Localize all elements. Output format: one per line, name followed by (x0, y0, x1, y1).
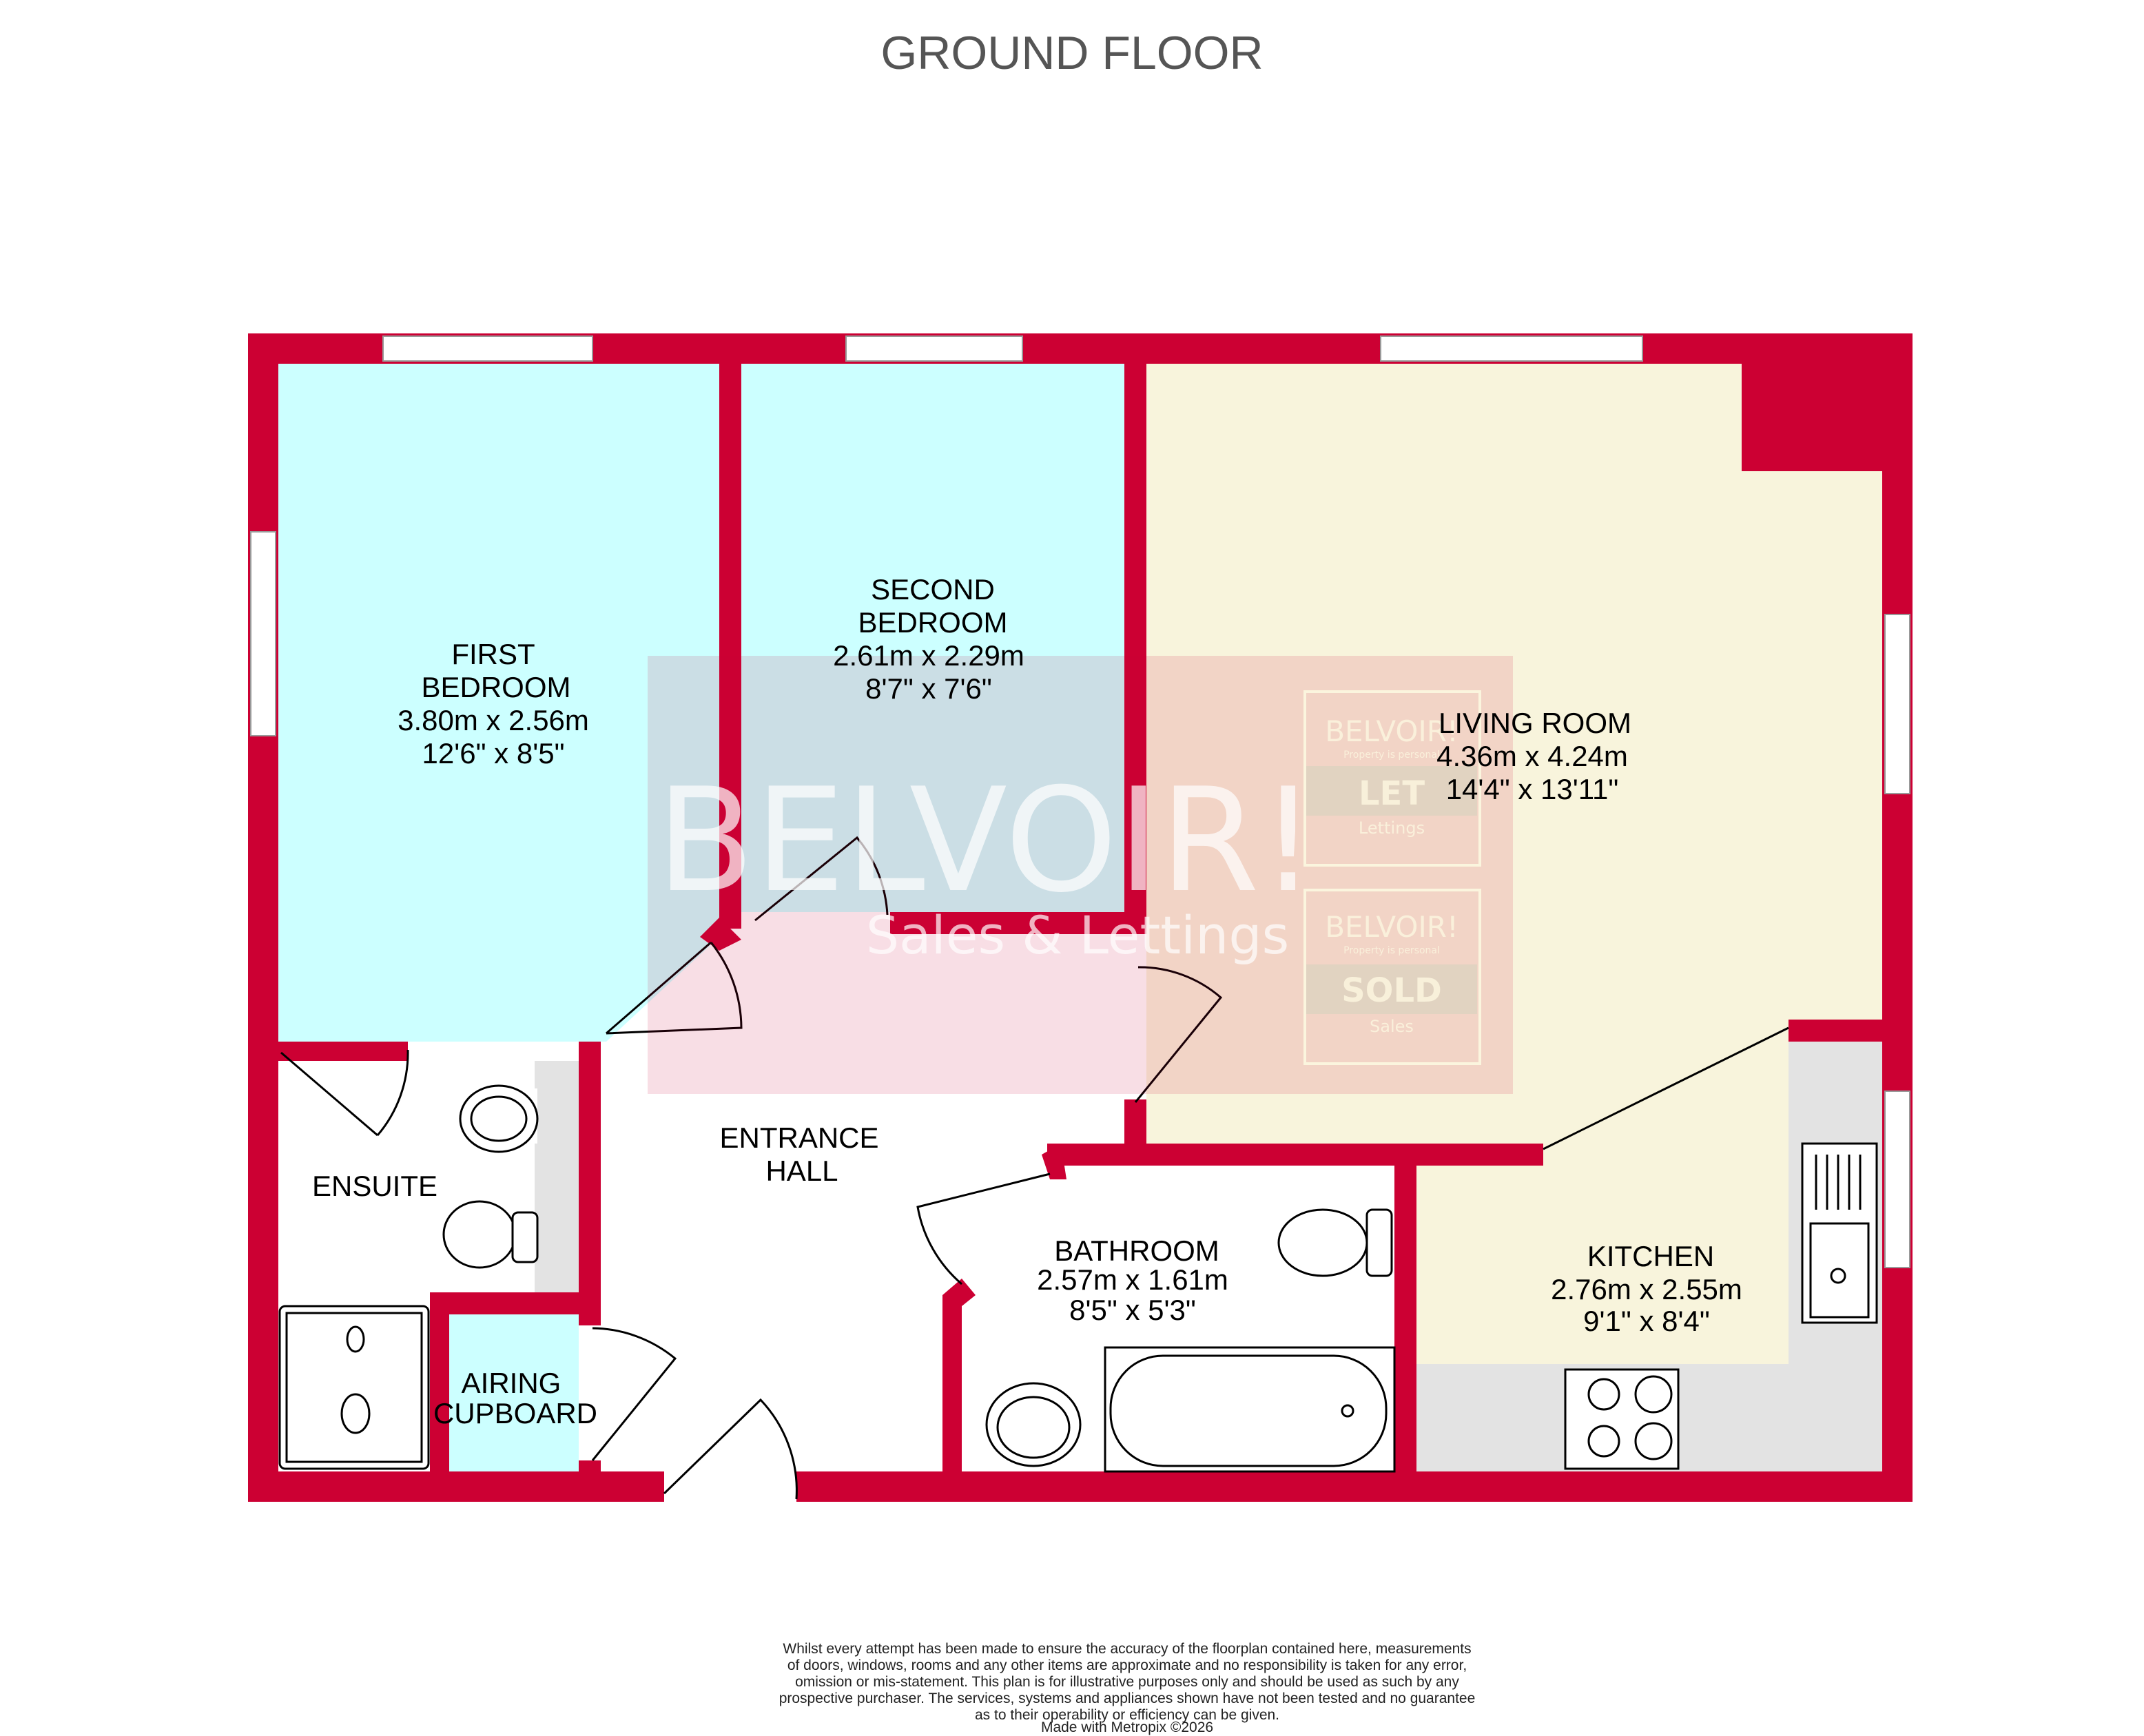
disclaimer-line: omission or mis-statement. This plan is … (795, 1674, 1459, 1690)
windows (250, 335, 1910, 1268)
ensuite-boxing (535, 1061, 579, 1292)
bathroom-metric: 2.57m x 1.61m (1037, 1263, 1228, 1296)
sold-badge-brand: BELVOIR! (1325, 910, 1458, 944)
room-labels: FIRST BEDROOM 3.80m x 2.56m 12'6" x 8'5"… (312, 573, 1742, 1429)
entrance-hall-name: HALL (765, 1155, 838, 1187)
bathroom-toilet-icon (1277, 1208, 1393, 1277)
let-badge-slogan: Property is personal (1343, 750, 1440, 761)
let-badge-type: Lettings (1359, 818, 1425, 838)
second-bedroom-floor (741, 364, 1124, 912)
hob-icon (1564, 1368, 1680, 1470)
first-bedroom-name: BEDROOM (421, 671, 570, 703)
window (1884, 614, 1910, 794)
door-front (663, 1398, 798, 1500)
door-kitchen (1543, 1026, 1789, 1150)
sink-drainer-icon (1801, 1142, 1878, 1324)
entrance-hall-name: ENTRANCE (719, 1122, 878, 1154)
second-bedroom-imperial: 8'7" x 7'6" (865, 672, 992, 705)
airing-cupboard-name: AIRING (462, 1367, 561, 1399)
watermark-brand: BELVOIR! (657, 758, 1317, 924)
first-bedroom-imperial: 12'6" x 8'5" (422, 737, 565, 769)
second-bedroom-name: SECOND (871, 573, 995, 606)
living-room-floor (1146, 364, 1882, 1364)
second-bedroom-metric: 2.61m x 2.29m (833, 639, 1024, 672)
door-airing (591, 1327, 677, 1461)
first-bedroom-name: FIRST (451, 638, 535, 670)
disclaimer-line: Whilst every attempt has been made to en… (783, 1641, 1471, 1657)
shower-tray-icon (278, 1305, 430, 1470)
sold-badge: BELVOIR! Property is personal SOLD Sales (1303, 889, 1481, 1065)
window (382, 335, 593, 362)
kitchen-metric: 2.76m x 2.55m (1551, 1273, 1742, 1305)
first-bedroom-floor (278, 364, 719, 1042)
window (250, 531, 276, 736)
first-bedroom-metric: 3.80m x 2.56m (398, 704, 589, 736)
door-second-bedroom (754, 836, 889, 922)
credit: Made with Metropix ©2026 (1041, 1719, 1213, 1735)
living-room-metric: 4.36m x 4.24m (1436, 740, 1628, 772)
disclaimer: Whilst every attempt has been made to en… (779, 1641, 1476, 1735)
second-bedroom-name: BEDROOM (858, 606, 1007, 639)
kitchen-imperial: 9'1" x 8'4" (1583, 1305, 1710, 1337)
doors (280, 836, 1789, 1500)
disclaimer-line: as to their operability or efficiency ca… (975, 1707, 1279, 1723)
door-ensuite (280, 1049, 409, 1137)
watermark-panel (648, 656, 1513, 1094)
bathroom-name: BATHROOM (1054, 1234, 1219, 1267)
living-room-imperial: 14'4" x 13'11" (1446, 773, 1619, 805)
ensuite-name: ENSUITE (312, 1170, 437, 1202)
disclaimer-line: prospective purchaser. The services, sys… (779, 1691, 1476, 1706)
window (845, 335, 1023, 362)
sold-badge-type: Sales (1370, 1017, 1414, 1036)
door-first-bedroom (606, 941, 743, 1035)
sold-badge-slogan: Property is personal (1343, 945, 1440, 956)
sold-badge-status: SOLD (1341, 971, 1442, 1010)
ensuite-toilet-icon (442, 1200, 539, 1269)
airing-cupboard-floor (449, 1314, 579, 1471)
watermark-tagline: Sales & Lettings (866, 905, 1289, 966)
disclaimer-line: of doors, windows, rooms and any other i… (787, 1657, 1467, 1673)
let-badge: BELVOIR! Property is personal LET Lettin… (1303, 690, 1481, 867)
let-badge-brand: BELVOIR! (1325, 714, 1458, 748)
airing-cupboard-name: CUPBOARD (433, 1397, 597, 1429)
bath-icon (1104, 1346, 1396, 1473)
kitchen-name: KITCHEN (1587, 1240, 1714, 1272)
bathroom-imperial: 8'5" x 5'3" (1069, 1294, 1196, 1326)
let-badge-status: LET (1359, 774, 1425, 813)
floor-title: GROUND FLOOR (880, 27, 1263, 79)
watermark: BELVOIR! Sales & Lettings BELVOIR! Prope… (648, 656, 1513, 1094)
bathroom-basin-icon (985, 1382, 1082, 1467)
window (1380, 335, 1643, 362)
window (1884, 1091, 1910, 1268)
living-room-name: LIVING ROOM (1439, 707, 1631, 739)
ensuite-basin-icon (459, 1084, 539, 1153)
door-living-room (1134, 966, 1223, 1103)
door-bathroom (916, 1172, 1051, 1285)
